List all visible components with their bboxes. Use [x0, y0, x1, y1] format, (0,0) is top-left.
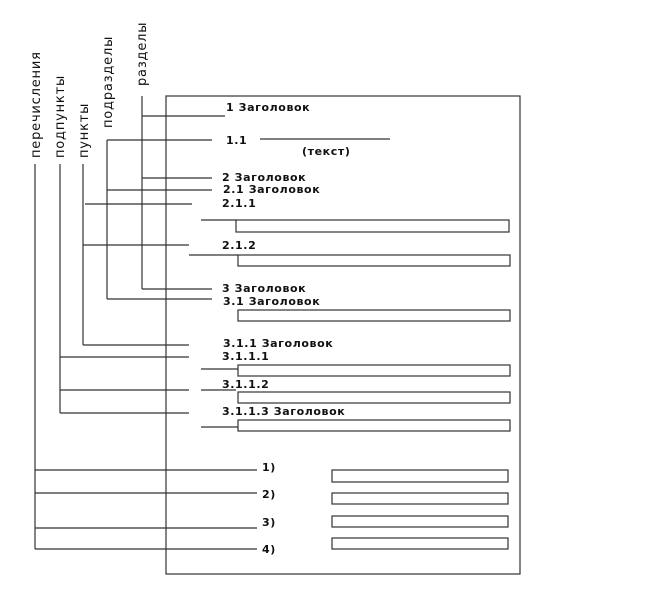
enum-item-3: 3): [262, 516, 276, 529]
heading-3: 3 Заголовок: [222, 282, 306, 295]
heading-2-1-1: 2.1.1: [222, 197, 256, 210]
enum-item-1: 1): [262, 461, 276, 474]
text-box-3-1-1-3: [237, 419, 511, 432]
label-items: пункты: [77, 103, 92, 158]
text-box-2-1-2: [237, 254, 511, 267]
heading-3-1-1-3: 3.1.1.3 Заголовок: [222, 405, 345, 418]
enum-item-4: 4): [262, 543, 276, 556]
heading-3-1: 3.1 Заголовок: [223, 295, 320, 308]
heading-3-1-1-1: 3.1.1.1: [222, 350, 269, 363]
text-note: (текст): [302, 145, 350, 158]
heading-2-1: 2.1 Заголовок: [223, 183, 320, 196]
heading-2-1-2: 2.1.2: [222, 239, 256, 252]
text-box-3-1: [237, 309, 511, 322]
label-sections: разделы: [135, 22, 150, 86]
label-subsections: подразделы: [101, 36, 116, 128]
heading-1: 1 Заголовок: [226, 101, 310, 114]
label-enumerations: перечисления: [29, 51, 44, 158]
text-box-3-1-1-1: [237, 364, 511, 377]
heading-1-1: 1.1: [226, 134, 247, 147]
enum-box-1: [331, 469, 509, 483]
page-border: [165, 95, 521, 575]
label-subitems: подпункты: [53, 75, 68, 158]
heading-2: 2 Заголовок: [222, 171, 306, 184]
enum-box-2: [331, 492, 509, 505]
heading-3-1-1: 3.1.1 Заголовок: [223, 337, 333, 350]
text-box-3-1-1-2: [237, 391, 511, 404]
heading-3-1-1-2: 3.1.1.2: [222, 378, 269, 391]
enum-box-4: [331, 537, 509, 550]
text-box-2-1-1: [235, 219, 510, 233]
enum-item-2: 2): [262, 488, 276, 501]
enum-box-3: [331, 515, 509, 528]
